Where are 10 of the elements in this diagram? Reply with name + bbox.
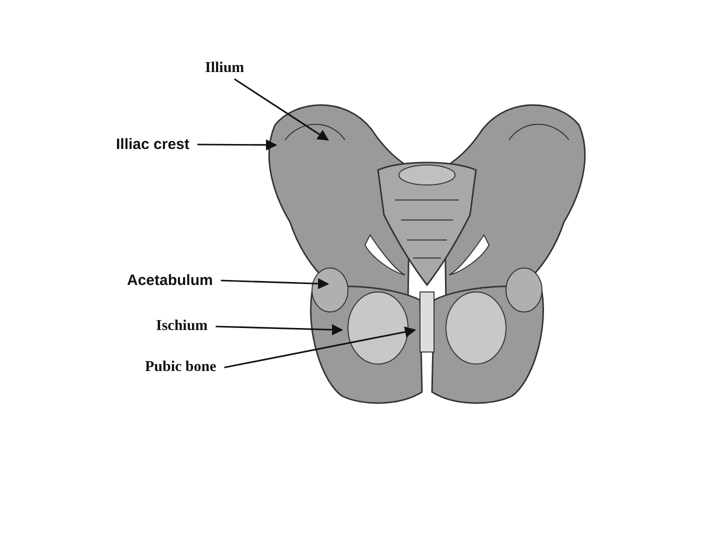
leader-line: [197, 139, 278, 151]
part-label: Pubic bone: [145, 359, 216, 376]
leader-line: [224, 326, 416, 368]
leader-line: [216, 324, 344, 336]
part-label: Illium: [205, 60, 244, 77]
part-label: Acetabulum: [127, 272, 213, 289]
leader-line: [220, 278, 330, 290]
part-label: Illiac crest: [116, 136, 190, 153]
leader-line: [234, 78, 329, 141]
part-label: Ischium: [156, 318, 208, 335]
